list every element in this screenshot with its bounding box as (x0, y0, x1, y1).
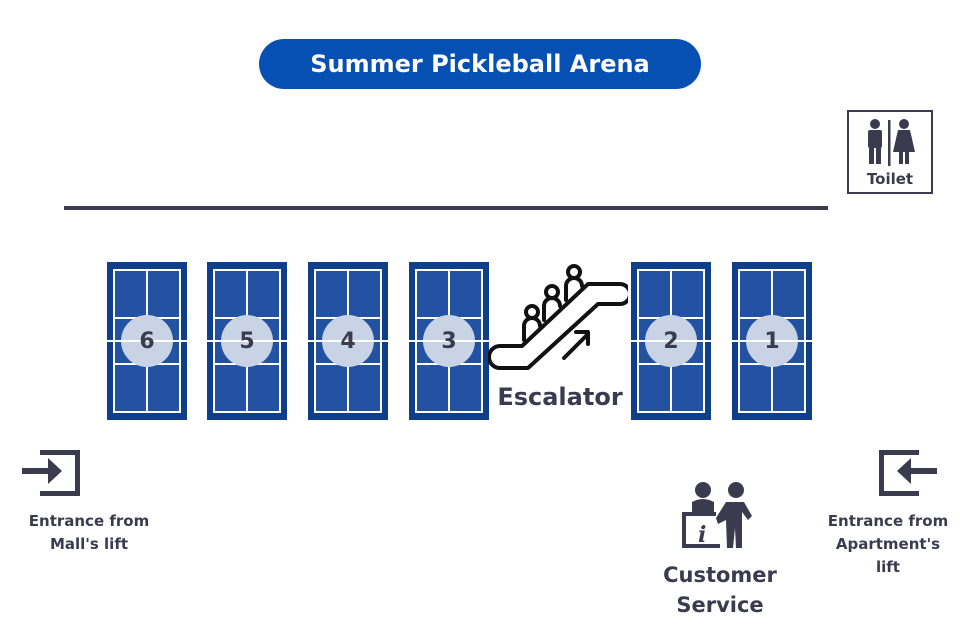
court-number: 5 (239, 328, 255, 354)
court-4: 4 (308, 262, 388, 420)
court-number: 2 (663, 328, 679, 354)
court-number: 3 (441, 328, 457, 354)
court-lines (732, 269, 812, 413)
entrance-right-line2: Apartment's (835, 535, 941, 553)
court-6: 6 (107, 262, 187, 420)
toilet-sign: Toilet (847, 110, 933, 194)
toilet-label: Toilet (866, 170, 914, 188)
escalator-label: Escalator (497, 383, 623, 411)
arena-title: Summer Pickleball Arena (259, 39, 701, 89)
court-number: 6 (139, 328, 155, 354)
entrance-left-line1: Entrance from (28, 512, 150, 530)
court-number: 4 (340, 328, 356, 354)
court-3: 3 (409, 262, 489, 420)
court-lines (631, 269, 711, 413)
entrance-left-line2: Mall's lift (49, 535, 129, 553)
court-2: 2 (631, 262, 711, 420)
customer-service-line1: Customer (663, 563, 777, 587)
entrance-right-line3: lift (876, 558, 900, 576)
wall-line (64, 206, 828, 210)
court-1: 1 (732, 262, 812, 420)
court-number: 1 (764, 328, 780, 354)
customer-service-label: Customer Service (650, 560, 790, 620)
restroom-icon (868, 119, 915, 166)
court-lines (409, 269, 489, 413)
court-lines (207, 269, 287, 413)
court-lines (107, 269, 187, 413)
info-desk-icon: i (682, 482, 752, 548)
customer-service-line2: Service (676, 593, 764, 617)
enter-arrow-icon (22, 450, 80, 496)
entrance-left-label: Entrance from Mall's lift (14, 510, 164, 556)
enter-arrow-left-icon (879, 450, 937, 496)
escalator-icon (488, 264, 628, 370)
svg-text:i: i (698, 522, 706, 548)
court-lines (308, 269, 388, 413)
court-5: 5 (207, 262, 287, 420)
entrance-right-label: Entrance from Apartment's lift (818, 510, 958, 579)
entrance-right-line1: Entrance from (827, 512, 949, 530)
